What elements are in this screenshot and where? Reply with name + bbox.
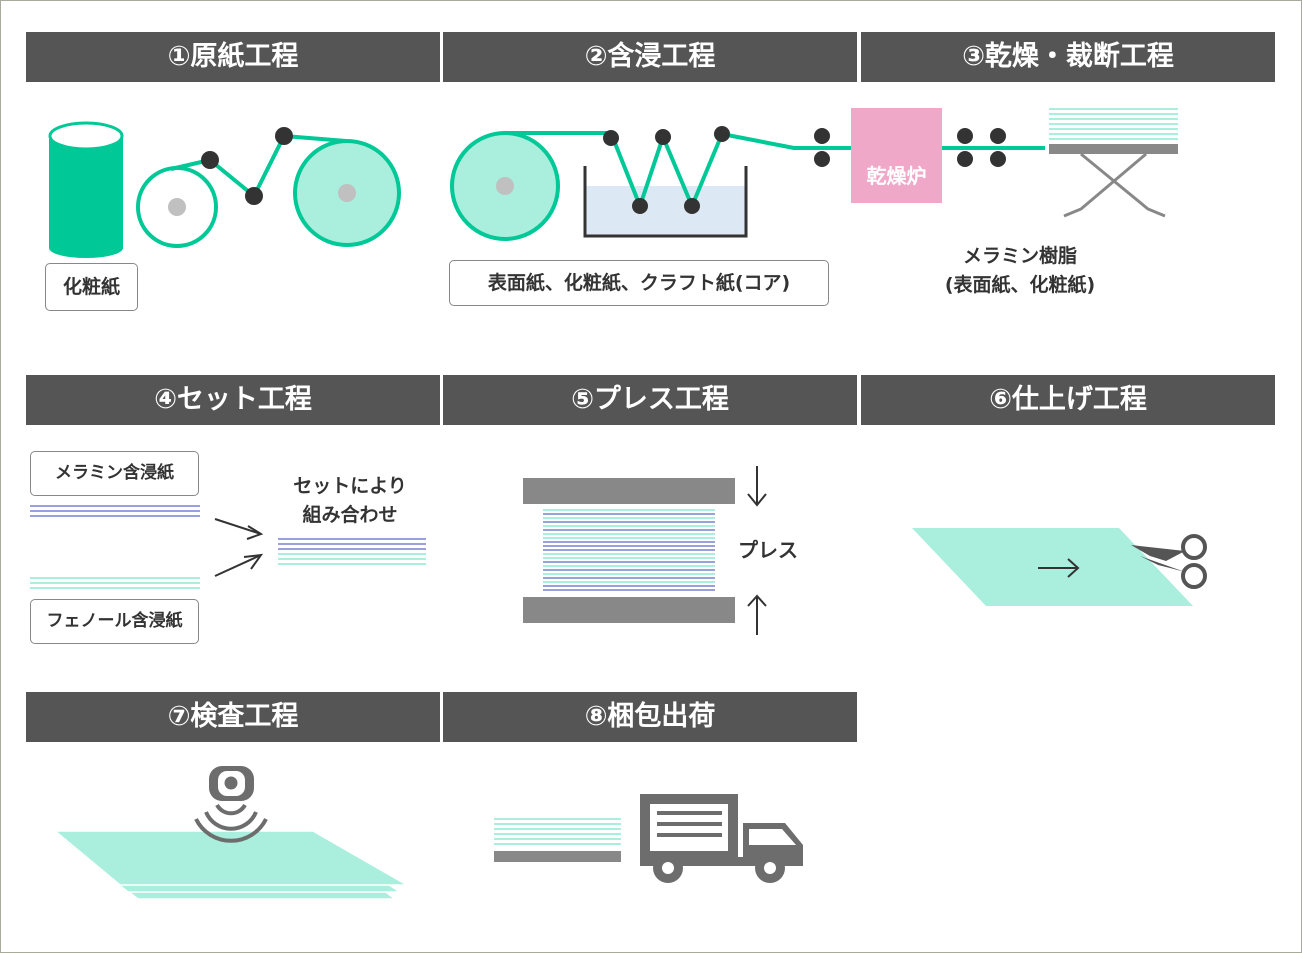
melamine-resin-label: メラミン樹脂 (表面紙、化粧紙): [930, 242, 1110, 300]
step1-header: ①原紙工程: [26, 32, 440, 82]
dryer-oven: [851, 108, 942, 203]
inspected-boards: [52, 830, 410, 900]
melamine-resin-line1: メラミン樹脂: [962, 245, 1077, 267]
set-combine-line2: 組み合わせ: [302, 504, 398, 526]
melamine-sheets: [30, 505, 200, 517]
truck-icon: [640, 794, 803, 883]
step8-header: ⑧梱包出荷: [443, 692, 857, 742]
melamine-resin-line2: (表面紙、化粧紙): [944, 274, 1096, 296]
resin-tank-liquid: [585, 186, 746, 236]
guide-roller: [714, 126, 730, 142]
set-combine-label: セットにより 組み合わせ: [270, 472, 430, 530]
press-stack: [543, 509, 715, 591]
step3-header: ③乾燥・裁断工程: [861, 32, 1275, 82]
nip-roller: [814, 151, 830, 167]
press-plate-bottom: [523, 597, 735, 623]
guide-roller: [632, 198, 648, 214]
sheet-stack: [1049, 108, 1178, 140]
step5-header: ⑤プレス工程: [443, 375, 857, 425]
phenol-paper-label: フェノール含浸紙: [30, 599, 199, 644]
guide-roller: [655, 129, 671, 145]
arrow-up-icon: [747, 594, 767, 635]
arrow-icon: [214, 518, 264, 577]
source-roll: [450, 131, 560, 241]
scissors-icon: [1131, 534, 1207, 589]
press-label: プレス: [738, 538, 798, 562]
small-roll: [136, 166, 218, 248]
melamine-paper-label: メラミン含浸紙: [30, 451, 199, 496]
paper-cylinder: [48, 121, 124, 258]
press-plate-top: [523, 478, 735, 504]
large-roll: [293, 139, 401, 247]
step2-header: ②含浸工程: [443, 32, 857, 82]
sensor-icon: [194, 766, 268, 843]
arrow-right-icon: [1038, 558, 1080, 578]
step4-header: ④セット工程: [26, 375, 440, 425]
combined-sheets: [278, 538, 426, 565]
arrow-down-icon: [747, 466, 767, 507]
paper-types-label: 表面紙、化粧紙、クラフト紙(コア): [449, 260, 829, 306]
guide-roller: [684, 198, 700, 214]
step6-header: ⑥仕上げ工程: [861, 375, 1275, 425]
resin-tank: [583, 166, 748, 238]
nip-roller: [990, 151, 1006, 167]
nip-roller: [957, 151, 973, 167]
decor-paper-label: 化粧紙: [45, 263, 138, 311]
guide-roller: [201, 151, 219, 169]
belt-path-2: [505, 131, 1045, 208]
guide-roller: [245, 187, 263, 205]
guide-roller: [603, 130, 619, 146]
nip-roller: [990, 128, 1006, 144]
set-combine-line1: セットにより: [293, 475, 407, 497]
nip-roller: [957, 128, 973, 144]
phenol-sheets: [30, 577, 200, 589]
nip-roller: [814, 128, 830, 144]
packed-stack: [494, 818, 621, 862]
guide-roller: [275, 127, 293, 145]
cutting-table: [1049, 144, 1178, 218]
step7-header: ⑦検査工程: [26, 692, 440, 742]
dryer-label: 乾燥炉: [866, 164, 927, 188]
